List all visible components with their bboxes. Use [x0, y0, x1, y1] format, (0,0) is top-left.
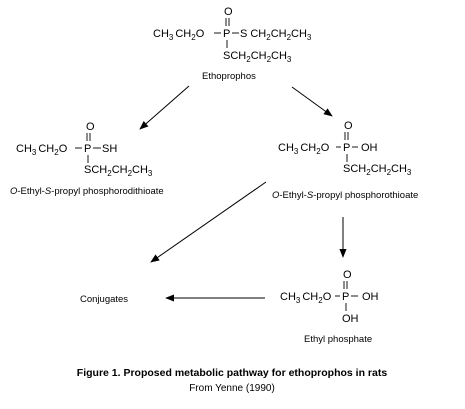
thioate-lower-thiopropyl: SCH2CH2CH3 — [343, 163, 412, 177]
conjugates-label: Conjugates — [80, 294, 128, 305]
figure-source: From Yenne (1990) — [189, 383, 275, 394]
arrow-to-phosphorodithioate — [139, 85, 190, 130]
ethyl-phosphate-name-label: Ethyl phosphate — [304, 334, 372, 345]
ethoprophos-phosphorus: P — [223, 28, 230, 40]
dithioate-double-bond-oxygen: O — [86, 121, 95, 133]
ethyl-phosphate-double-bond-oxygen: O — [343, 269, 352, 281]
phosphorodithioate-name-label: O-Ethyl-S-propyl phosphorodithioate — [10, 186, 164, 197]
arrow-to-conjugates-from-phosphorothioate — [150, 181, 267, 263]
ethoprophos-double-bond-oxygen: O — [224, 6, 233, 18]
figure-caption: Figure 1. Proposed metabolic pathway for… — [77, 367, 388, 379]
phosphorothioate-name-label: O-Ethyl-S-propyl phosphorothioate — [272, 190, 418, 201]
dithioate-phosphorus: P — [84, 143, 91, 155]
ethoprophos-lower-thiopropyl: SCH2CH2CH3 — [223, 50, 292, 64]
ethyl-phosphate-phosphorus: P — [342, 291, 349, 303]
ethyl-phosphate-lower-hydroxyl: OH — [342, 313, 359, 325]
thioate-phosphorus: P — [343, 142, 350, 154]
ethyl-phosphate-right-hydroxyl: OH — [362, 291, 379, 303]
ethoprophos-name-label: Ethoprophos — [202, 71, 256, 82]
thioate-hydroxyl-group: OH — [361, 142, 378, 154]
arrow-to-phosphorothioate — [291, 86, 333, 117]
dithioate-lower-thiopropyl: SCH2CH2CH3 — [84, 164, 153, 178]
thioate-double-bond-oxygen: O — [344, 120, 353, 132]
dithioate-thiol-group: SH — [102, 143, 117, 155]
